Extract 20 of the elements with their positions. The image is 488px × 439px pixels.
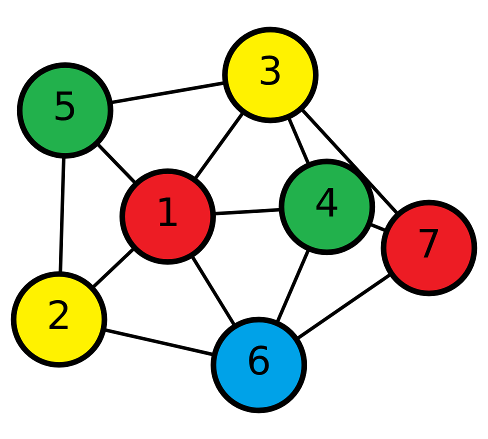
connector [110,80,226,104]
node-circle: 6 [210,316,308,413]
node-circle: 4 [278,158,376,255]
connector [368,222,388,232]
connector [275,248,310,324]
node-circle: 1 [119,168,216,264]
connector [296,272,392,340]
node-circle: 3 [222,26,319,123]
node-circle: 7 [380,199,478,296]
node-circle: 2 [10,270,108,368]
connector [190,254,237,327]
connector [103,327,214,356]
connector [96,142,138,184]
connector [58,156,66,274]
connector [286,116,310,165]
connector [91,246,136,289]
connector [300,107,400,215]
connector [193,110,245,180]
node-circle: 5 [16,62,114,158]
connector [213,207,282,216]
